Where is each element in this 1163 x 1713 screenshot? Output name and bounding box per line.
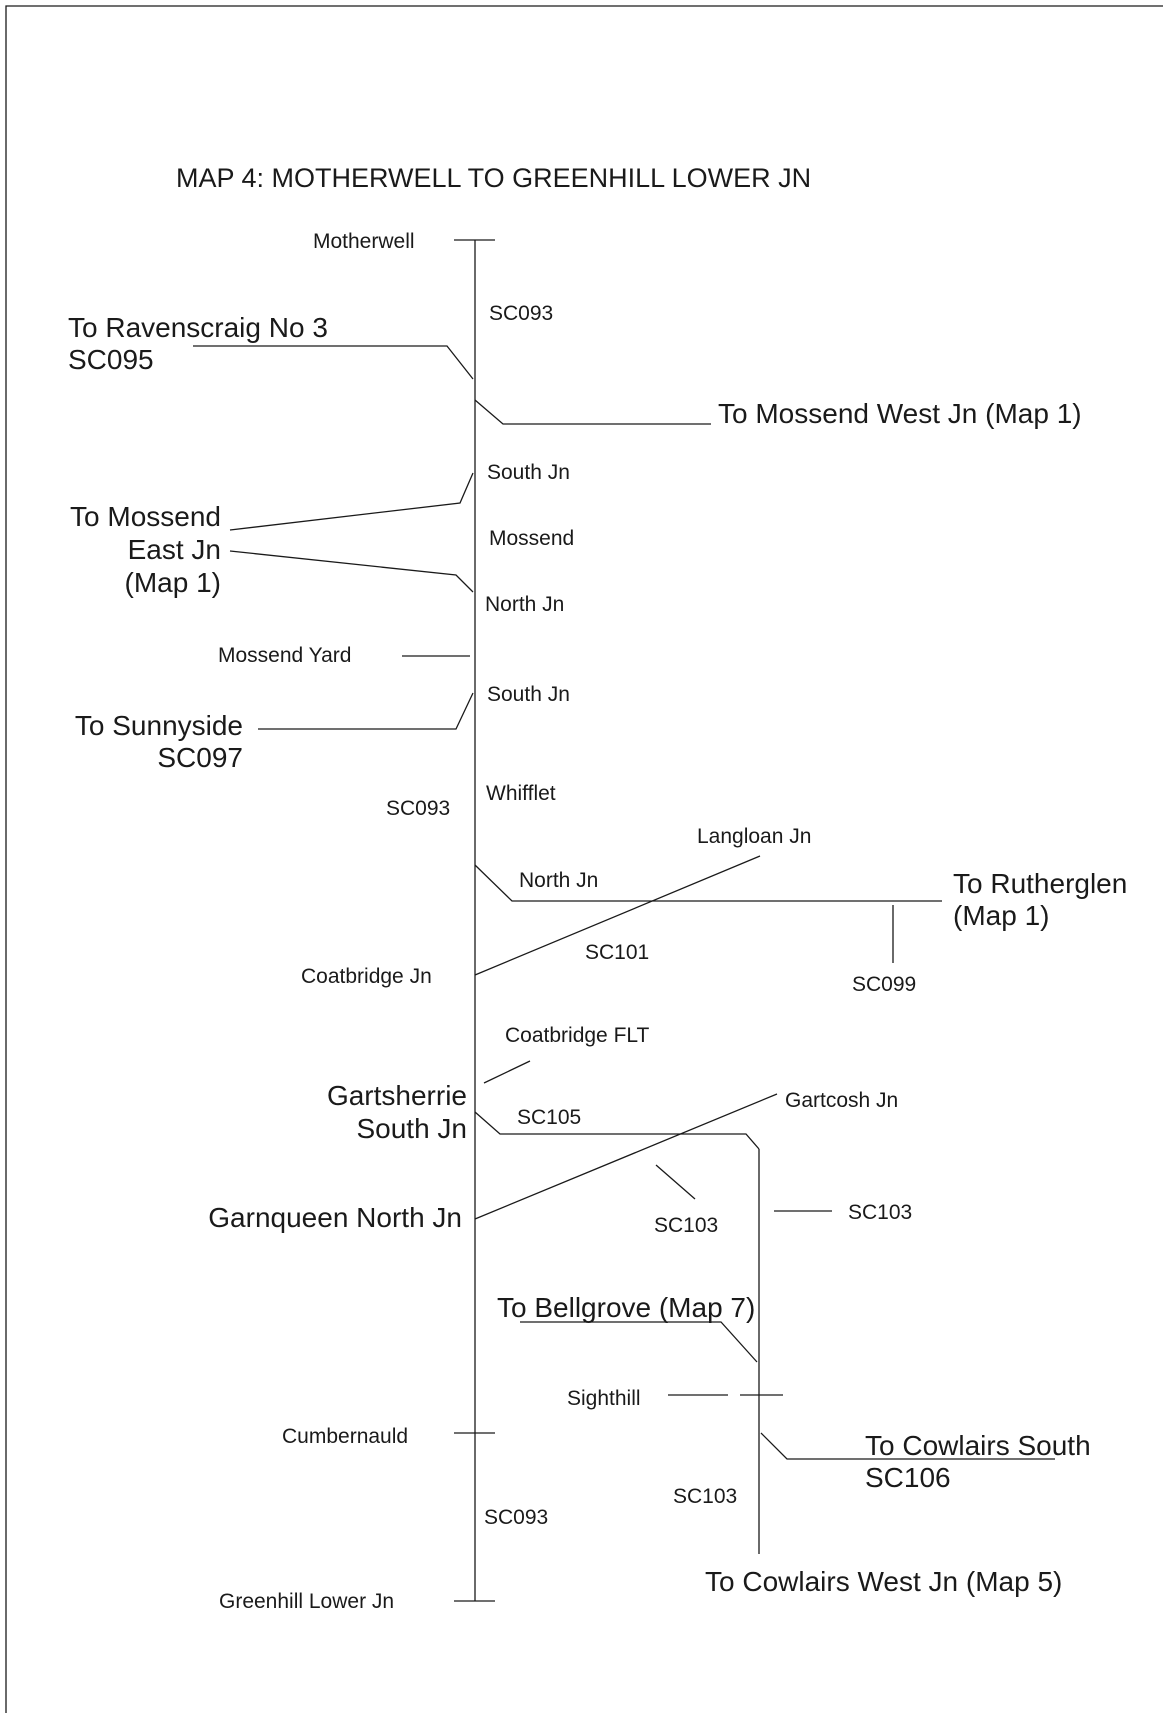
mossend-north-jn-label: North Jn — [485, 593, 564, 616]
sunnyside-branch — [258, 692, 474, 730]
coatbridge-flt-line — [483, 1060, 531, 1084]
motherwell-label: Motherwell — [313, 230, 415, 253]
rutherglen-label-1: To Rutherglen — [953, 868, 1127, 899]
whifflet-label: Whifflet — [486, 782, 556, 805]
ravenscraig-branch — [193, 345, 474, 380]
mossend-east-label-1: To Mossend — [70, 501, 221, 532]
sighthill-label: Sighthill — [567, 1387, 641, 1410]
garnqueen-gartcosh-line — [474, 1093, 778, 1220]
ravenscraig-label-1: To Ravenscraig No 3 — [68, 312, 328, 343]
page-border — [5, 5, 1163, 1713]
cumbernauld-label: Cumbernauld — [282, 1425, 408, 1448]
mossend-east-south-curve — [229, 472, 474, 531]
bellgrove-label: To Bellgrove (Map 7) — [497, 1292, 755, 1323]
gartcosh-jn-label: Gartcosh Jn — [785, 1089, 898, 1112]
whifflet-south-jn-label: South Jn — [487, 683, 570, 706]
sc093-top-label: SC093 — [489, 302, 553, 325]
rutherglen-label-2: (Map 1) — [953, 900, 1049, 931]
coatbridge-jn-label: Coatbridge Jn — [301, 965, 432, 988]
rutherglen-branch — [474, 864, 942, 902]
cowlairs-south-label-1: To Cowlairs South — [865, 1430, 1091, 1461]
ravenscraig-label-2: SC095 — [68, 344, 154, 375]
mossend-yard-label: Mossend Yard — [218, 644, 351, 667]
langloan-line — [474, 855, 761, 976]
sc103-lower-label: SC103 — [673, 1485, 737, 1508]
gartsherrie-label-2: South Jn — [356, 1113, 467, 1144]
sc093-bottom-label: SC093 — [484, 1506, 548, 1529]
mossend-east-label-3: (Map 1) — [125, 567, 221, 598]
sc101-label: SC101 — [585, 941, 649, 964]
mossend-east-label-2: East Jn — [128, 534, 221, 565]
bellgrove-branch — [520, 1321, 758, 1363]
coatbridge-flt-label: Coatbridge FLT — [505, 1024, 650, 1047]
mossend-east-north-curve — [229, 550, 474, 593]
sc103-branch-label: SC103 — [654, 1214, 718, 1237]
greenhill-lower-jn-label: Greenhill Lower Jn — [219, 1590, 394, 1613]
map-title: MAP 4: MOTHERWELL TO GREENHILL LOWER JN — [176, 163, 811, 193]
sc105-branch — [474, 1111, 760, 1150]
cowlairs-west-jn-label: To Cowlairs West Jn (Map 5) — [705, 1566, 1062, 1597]
sunnyside-label-2: SC097 — [157, 742, 243, 773]
cowlairs-south-branch — [760, 1432, 1055, 1460]
mossend-west-branch — [474, 399, 711, 425]
mossend-south-jn-label: South Jn — [487, 461, 570, 484]
sc103-branch-marker — [655, 1164, 696, 1200]
sc103-right-label: SC103 — [848, 1201, 912, 1224]
whifflet-north-jn-label: North Jn — [519, 869, 598, 892]
langloan-jn-label: Langloan Jn — [697, 825, 811, 848]
garnqueen-north-jn-label: Garnqueen North Jn — [208, 1202, 462, 1233]
mossend-west-jn-label: To Mossend West Jn (Map 1) — [718, 398, 1082, 429]
sc105-label: SC105 — [517, 1106, 581, 1129]
gartsherrie-label-1: Gartsherrie — [327, 1080, 467, 1111]
sc099-label: SC099 — [852, 973, 916, 996]
sunnyside-label-1: To Sunnyside — [75, 710, 243, 741]
sc093-middle-label: SC093 — [386, 797, 450, 820]
mossend-label: Mossend — [489, 527, 574, 550]
cowlairs-south-label-2: SC106 — [865, 1462, 951, 1493]
